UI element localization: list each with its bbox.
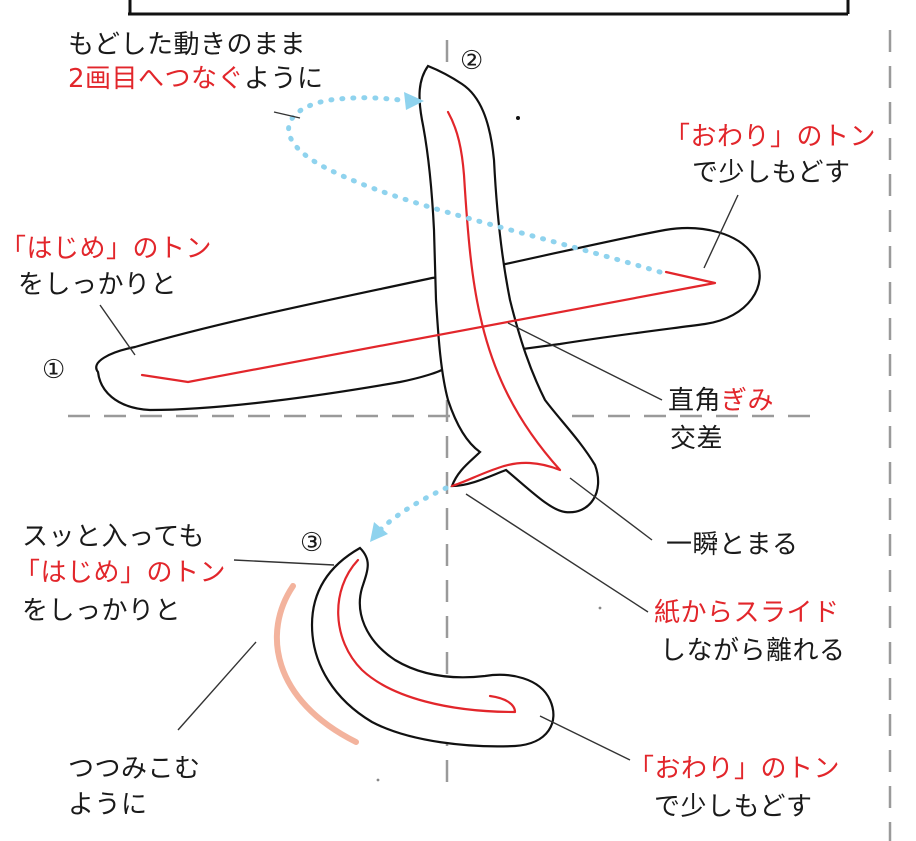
arrow-stroke2-to-stroke3 — [375, 485, 449, 535]
note-stroke3-end-line1: 「おわり」のトン — [628, 754, 841, 784]
note-stroke3-end-line2: で少しもどす — [654, 792, 813, 822]
note-connect-line2: 2画目へつなぐように — [68, 62, 324, 96]
stroke1-path — [140, 270, 717, 384]
note-stroke2-release-line1: 紙からスライド — [654, 598, 840, 628]
note-crossing-black: 直角 — [668, 386, 722, 416]
note-stroke3-start-line1: スッと入っても — [22, 522, 205, 552]
stroke2-path — [446, 110, 562, 488]
stroke-number-1: ① — [42, 355, 66, 385]
note-stroke2-stop: 一瞬とまる — [666, 530, 799, 560]
header-box-edge — [128, 0, 850, 16]
note-connect-line1: もどした動きのまま — [68, 30, 306, 60]
arrow-stroke1-to-stroke2 — [286, 95, 663, 275]
note-stroke3-start-line2: 「はじめ」のトン — [14, 558, 227, 588]
note-connect-red: 2画目へつなぐ — [68, 64, 245, 94]
wrap-curve-hint — [273, 583, 359, 745]
arrow-head-2 — [370, 522, 388, 542]
leader-lines — [99, 111, 739, 761]
note-connect-black: ように — [244, 64, 324, 94]
stroke1-outline — [95, 227, 761, 412]
connection-arrows — [286, 92, 663, 542]
brush-paths — [140, 110, 717, 714]
stroke-number-3: ③ — [300, 528, 324, 558]
note-stroke3-wrap-line1: つつみこむ — [68, 754, 201, 784]
stroke3-outline — [310, 546, 555, 748]
note-stroke1-start-line1: 「はじめ」のトン — [0, 234, 213, 264]
note-stroke1-end-line2: で少しもどす — [692, 158, 851, 188]
note-stroke3-start-line3: をしっかりと — [22, 596, 182, 626]
note-crossing-line1: 直角ぎみ — [668, 384, 774, 418]
note-stroke3-wrap-line2: ように — [68, 790, 148, 820]
note-crossing-line2: 交差 — [670, 424, 724, 454]
stroke3-path — [337, 558, 517, 714]
stroke-number-2: ② — [460, 46, 484, 76]
note-stroke1-start-line2: をしっかりと — [18, 270, 178, 300]
arrow-head-1 — [404, 92, 424, 110]
note-stroke1-end-line1: 「おわり」のトン — [664, 122, 877, 152]
note-stroke2-release-line2: しながら離れる — [660, 636, 846, 666]
note-crossing-red: ぎみ — [721, 386, 775, 416]
